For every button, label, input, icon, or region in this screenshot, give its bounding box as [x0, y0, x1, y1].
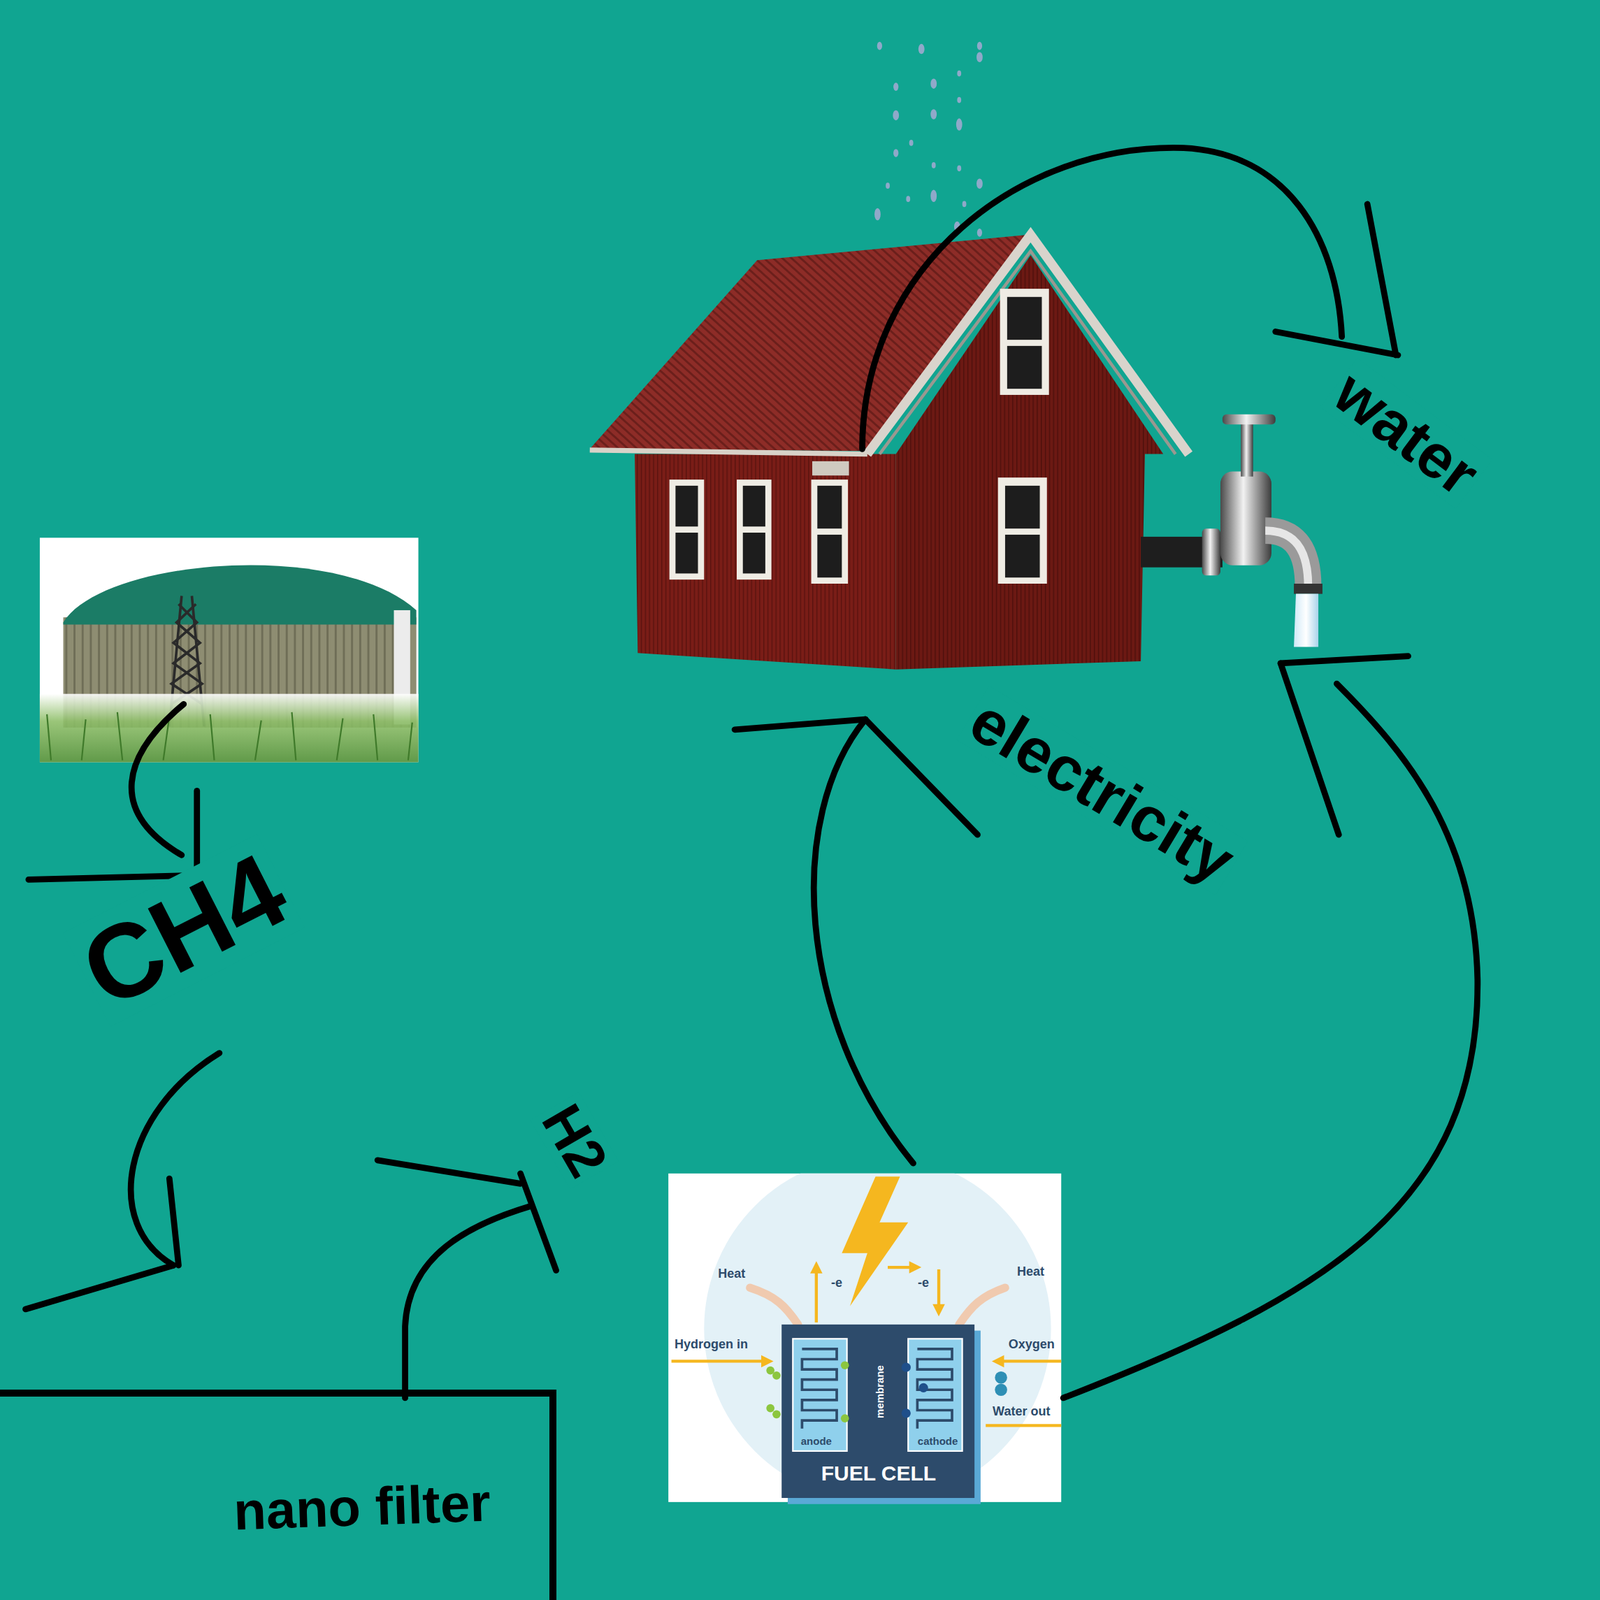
window: [998, 477, 1048, 584]
nano-filter-box: nano filter: [0, 1389, 557, 1600]
flow-label: electricity: [956, 685, 1248, 896]
window: [669, 479, 705, 580]
fuel-cell-illustration: [668, 1155, 1062, 1505]
window: [811, 479, 849, 584]
house: [589, 234, 1189, 670]
rain-drops: [874, 41, 983, 237]
gas-label: H2: [530, 1092, 619, 1190]
electron-label: -e: [917, 1276, 929, 1289]
fuel-cell-title: FUEL CELL: [821, 1462, 936, 1484]
gas-label: CH4: [62, 834, 305, 1027]
heat-label: Heat: [1017, 1265, 1045, 1278]
fuel-cell-stack: anode membrane cathodeFUEL CELL: [781, 1324, 975, 1501]
hand-drawn-arrows: [25, 147, 1477, 1398]
window: [1000, 288, 1050, 395]
electrode-label: cathode: [917, 1435, 959, 1447]
electrode-label: anode: [801, 1435, 832, 1447]
output-label: Water out: [992, 1404, 1050, 1418]
biogas-tank: [39, 537, 419, 762]
input-label: Hydrogen in: [674, 1337, 748, 1351]
fuel-cell-panel: Heat -e -e HeatHydrogen in OxygenWater out an…: [668, 1173, 1062, 1503]
heat-label: Heat: [717, 1267, 746, 1280]
electron-label: -e: [831, 1276, 843, 1289]
window: [736, 479, 772, 580]
flow-label: water: [1320, 357, 1493, 509]
filter-label: nano filter: [232, 1476, 492, 1539]
membrane-label: membrane: [874, 1365, 885, 1419]
water-tap: [1140, 414, 1323, 648]
input-label: Oxygen: [1008, 1337, 1055, 1351]
